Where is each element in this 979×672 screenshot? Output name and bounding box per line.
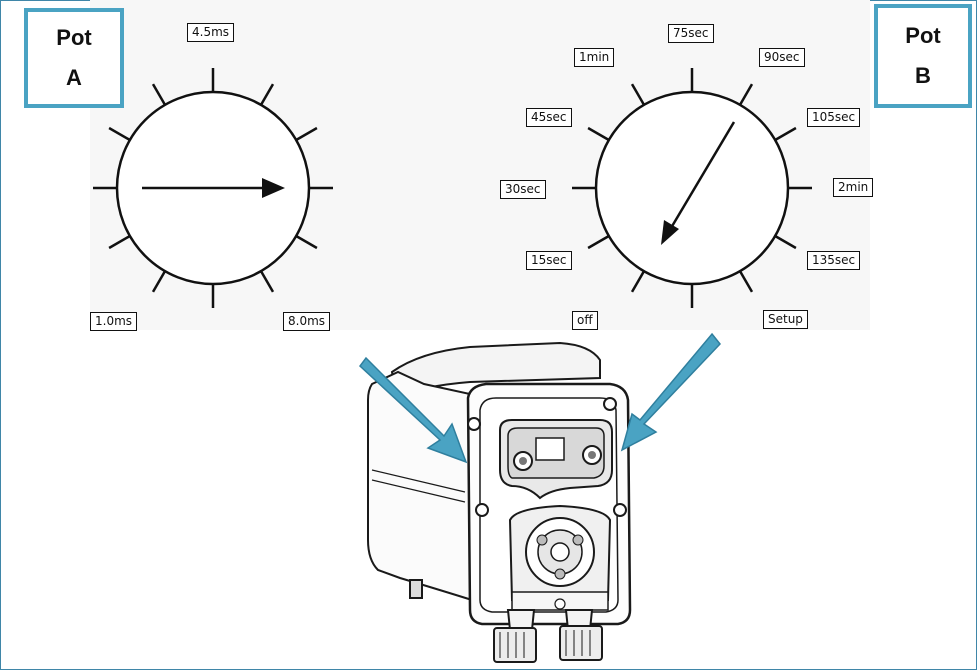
pot-b-tick-mark [738,83,754,106]
pot-b-arrowhead-icon [661,220,679,245]
pot-a-tick-mark [151,270,167,293]
pump-left-body [367,370,474,602]
pot-b-tick-mark [630,83,646,106]
pot-b-tick-mark [587,234,610,250]
pot-a-arrowhead-icon [262,178,285,198]
pot-b-tick-mark [587,126,610,142]
pot-b-label-90sec: 90sec [759,48,805,67]
pot-b-tick-mark [774,234,797,250]
pot-a-title-box: Pot A [24,8,124,108]
pot-a-tick-mark [259,83,275,106]
pot-a-label-min: 1.0ms [90,312,138,331]
pot-a-tick-mark [108,126,131,142]
pot-b-dial [572,68,812,308]
pump-illustration [367,341,632,663]
pot-a-dial [93,68,333,308]
pot-b-label-105sec: 105sec [807,108,861,127]
pot-a-tick-mark [295,234,318,250]
pot-a-title-line2: A [66,65,82,90]
pot-b-label-30sec: 30sec [500,180,546,199]
pot-a-label-top: 4.5ms [187,23,235,42]
pot-b-tick-mark [630,270,646,293]
pot-b-title-box: Pot B [874,4,972,108]
pot-b-label-135sec: 135sec [807,251,861,270]
pot-b-label-2min: 2min [833,178,874,197]
pot-b-label-75sec: 75sec [668,24,714,43]
pot-b-title-line1: Pot [905,23,941,48]
pot-b-indicator-arrow-icon [620,332,721,452]
pot-a-indicator-arrow-icon [358,356,468,464]
pot-b-title-line2: B [915,63,931,88]
pot-a-tick-mark [151,83,167,106]
pot-a-tick-mark [108,234,131,250]
pot-b-dial-circle [594,90,790,286]
pot-a-label-max: 8.0ms [283,312,331,331]
pot-a-ticks [93,68,333,308]
pot-b-label-1min: 1min [574,48,615,67]
pot-b-label-45sec: 45sec [526,108,572,127]
pot-b-label-setup: Setup [763,310,808,329]
pot-a-tick-mark [295,126,318,142]
pot-b-ticks [572,68,812,308]
pot-b-label-off: off [572,311,598,330]
pot-b-label-15sec: 15sec [526,251,572,270]
pot-b-tick-mark [738,270,754,293]
pump-display-screen [535,437,565,461]
pot-a-tick-mark [259,270,275,293]
pot-b-tick-mark [774,126,797,142]
pot-b-pointer-arrow [669,121,736,229]
pot-a-title-line1: Pot [56,25,92,50]
